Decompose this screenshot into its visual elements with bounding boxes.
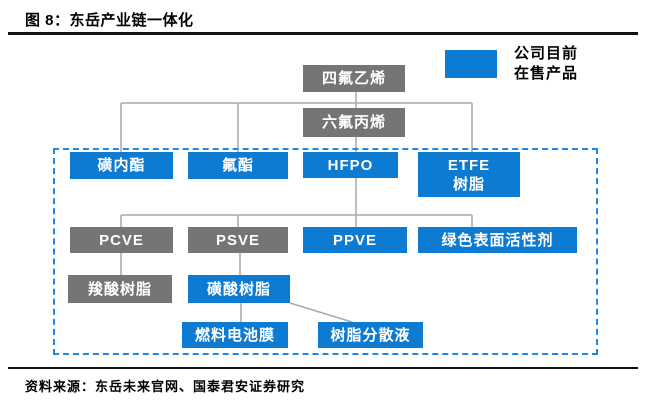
current-products-dashed-frame [53, 148, 598, 355]
legend-label-line2: 在售产品 [514, 65, 579, 82]
node-etfe-resin: ETFE 树脂 [418, 152, 520, 197]
node-tetrafluoroethylene: 四氟乙烯 [303, 65, 405, 92]
node-ppve: PPVE [303, 227, 407, 253]
node-green-surfactant: 绿色表面活性剂 [418, 227, 577, 253]
node-hfpo: HFPO [303, 152, 398, 178]
node-fuel-cell-membrane: 燃料电池膜 [182, 322, 288, 348]
title-divider-line [8, 32, 638, 35]
figure-title: 图 8：东岳产业链一体化 [25, 12, 194, 29]
legend-label-line1: 公司目前 [514, 45, 579, 62]
source-attribution: 资料来源：东岳未来官网、国泰君安证券研究 [25, 380, 306, 395]
legend-blue-swatch [445, 50, 497, 78]
node-fluoroester: 氟酯 [188, 152, 288, 179]
footer-divider-line [8, 367, 638, 369]
node-sulfonic-resin: 磺酸树脂 [188, 275, 290, 303]
node-sultone: 磺内酯 [70, 152, 173, 179]
node-pcve: PCVE [70, 227, 173, 253]
legend-label: 公司目前 在售产品 [514, 44, 578, 84]
node-resin-dispersion: 树脂分散液 [318, 322, 423, 348]
node-carboxylic-resin: 羧酸树脂 [68, 275, 172, 303]
node-psve: PSVE [188, 227, 288, 253]
node-hexafluoropropylene: 六氟丙烯 [303, 108, 405, 137]
